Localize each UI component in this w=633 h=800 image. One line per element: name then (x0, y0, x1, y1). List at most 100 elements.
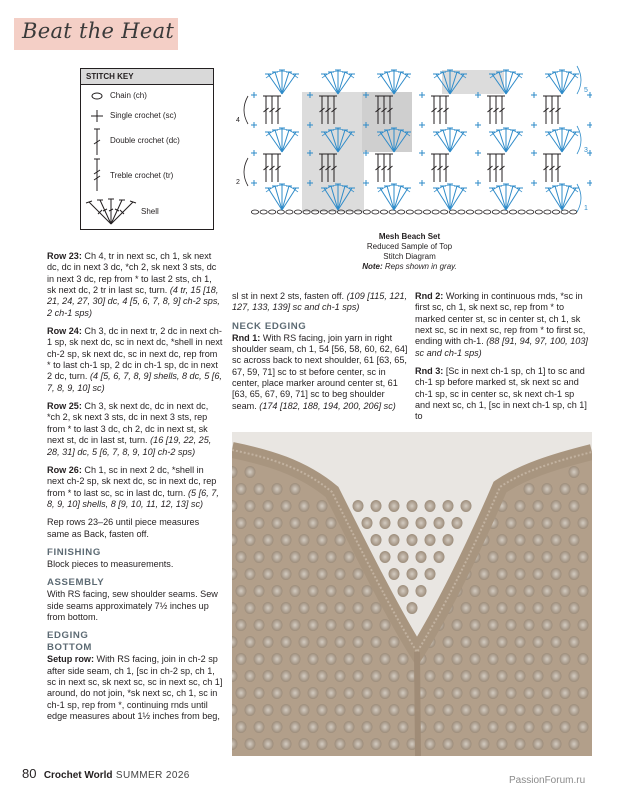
mesh-hole (577, 585, 589, 597)
shell-mark (267, 187, 283, 211)
dc-mark (555, 107, 561, 113)
mesh-hole (397, 721, 409, 733)
chain-mark (526, 209, 535, 215)
mesh-hole (514, 568, 526, 580)
mesh-hole (370, 602, 382, 614)
turn-arrow (243, 157, 249, 187)
row-23: Row 23: Ch 4, tr in next sc, ch 1, sk ne… (47, 251, 223, 319)
mesh-hole (514, 500, 526, 512)
mesh-hole (325, 585, 337, 597)
chain-mark (268, 209, 277, 215)
mesh-hole (541, 551, 553, 563)
shell-mark (489, 70, 523, 79)
dc-mark (487, 165, 493, 171)
shell-mark (554, 71, 563, 95)
mesh-hole (496, 602, 508, 614)
chain-mark (302, 209, 311, 215)
mesh-hole (253, 653, 265, 665)
stitch-count: (88 [91, 94, 97, 100, 103] sc and ch-1 s… (415, 336, 588, 358)
mesh-hole (388, 568, 400, 580)
chain-mark (569, 209, 578, 215)
mesh-hole (289, 585, 301, 597)
shell-mark (281, 185, 290, 211)
mesh-hole (388, 636, 400, 648)
mesh-hole (460, 704, 472, 716)
mesh-hole (559, 517, 571, 529)
repeat-instruction: Rep rows 23–26 until piece measures same… (47, 517, 200, 539)
mesh-hole (316, 738, 328, 750)
shell-mark (321, 128, 355, 137)
mesh-hole (397, 517, 409, 529)
assembly-text: With RS facing, sew shoulder seams. Sew … (47, 589, 218, 622)
mesh-hole (232, 500, 238, 512)
mesh-hole (232, 568, 238, 580)
mesh-hole (496, 568, 508, 580)
chain-mark (379, 209, 388, 215)
shell-mark (337, 71, 346, 95)
mesh-hole (541, 483, 553, 495)
mesh-hole (406, 602, 418, 614)
dc-mark (375, 165, 381, 171)
chain-mark (319, 209, 328, 215)
row-label: Row 23: (47, 251, 82, 261)
mesh-hole (235, 653, 247, 665)
mesh-hole (262, 670, 274, 682)
shell-mark (321, 70, 355, 79)
chain-mark (457, 209, 466, 215)
mesh-hole (343, 551, 355, 563)
mesh-hole (568, 500, 580, 512)
mesh-hole (469, 619, 481, 631)
mesh-hole (334, 704, 346, 716)
chain-mark (405, 209, 414, 215)
mesh-hole (496, 738, 508, 750)
dc-mark (493, 107, 499, 113)
shell-mark (435, 131, 451, 153)
mesh-hole (325, 619, 337, 631)
mesh-hole (232, 636, 238, 648)
shell-mark (337, 187, 353, 211)
mesh-hole (352, 568, 364, 580)
mesh-hole (406, 738, 418, 750)
row-label: Row 24: (47, 326, 82, 337)
dc-mark (431, 107, 437, 113)
mesh-hole (271, 585, 283, 597)
dc-mark (549, 165, 555, 171)
mesh-hole (271, 687, 283, 699)
chain-mark (397, 209, 406, 215)
shell-mark (435, 187, 451, 211)
shell-mark (379, 187, 395, 211)
mesh-hole (244, 738, 256, 750)
shell-mark (505, 71, 514, 95)
mesh-hole (235, 517, 247, 529)
mesh-hole (307, 619, 319, 631)
mesh-hole (397, 551, 409, 563)
mesh-hole (280, 636, 292, 648)
magazine-name: Crochet World (43, 770, 113, 781)
mesh-hole (487, 551, 499, 563)
mesh-hole (487, 585, 499, 597)
mesh-hole (370, 704, 382, 716)
mesh-hole (298, 704, 310, 716)
dc-mark (443, 107, 449, 113)
turn-arrow (576, 65, 582, 95)
mesh-hole (298, 568, 310, 580)
caption-note: Note: Reps shown in gray. (232, 262, 587, 272)
row-number: 5 (584, 87, 588, 94)
mesh-hole (451, 721, 463, 733)
mesh-hole (253, 483, 265, 495)
mesh-hole (532, 636, 544, 648)
mesh-hole (244, 500, 256, 512)
mesh-hole (514, 704, 526, 716)
chain-mark (543, 209, 552, 215)
mesh-hole (478, 636, 490, 648)
shell-mark (386, 129, 395, 153)
shell-mark (393, 187, 409, 211)
chain-mark (534, 209, 543, 215)
mesh-hole (361, 687, 373, 699)
shell-mark (393, 73, 409, 95)
shell-mark (554, 185, 563, 211)
text-column-3: Rnd 2: Working in continuous rnds, *sc i… (415, 291, 591, 430)
mesh-hole (559, 687, 571, 699)
mesh-hole (523, 483, 535, 495)
dc-mark (555, 165, 561, 171)
